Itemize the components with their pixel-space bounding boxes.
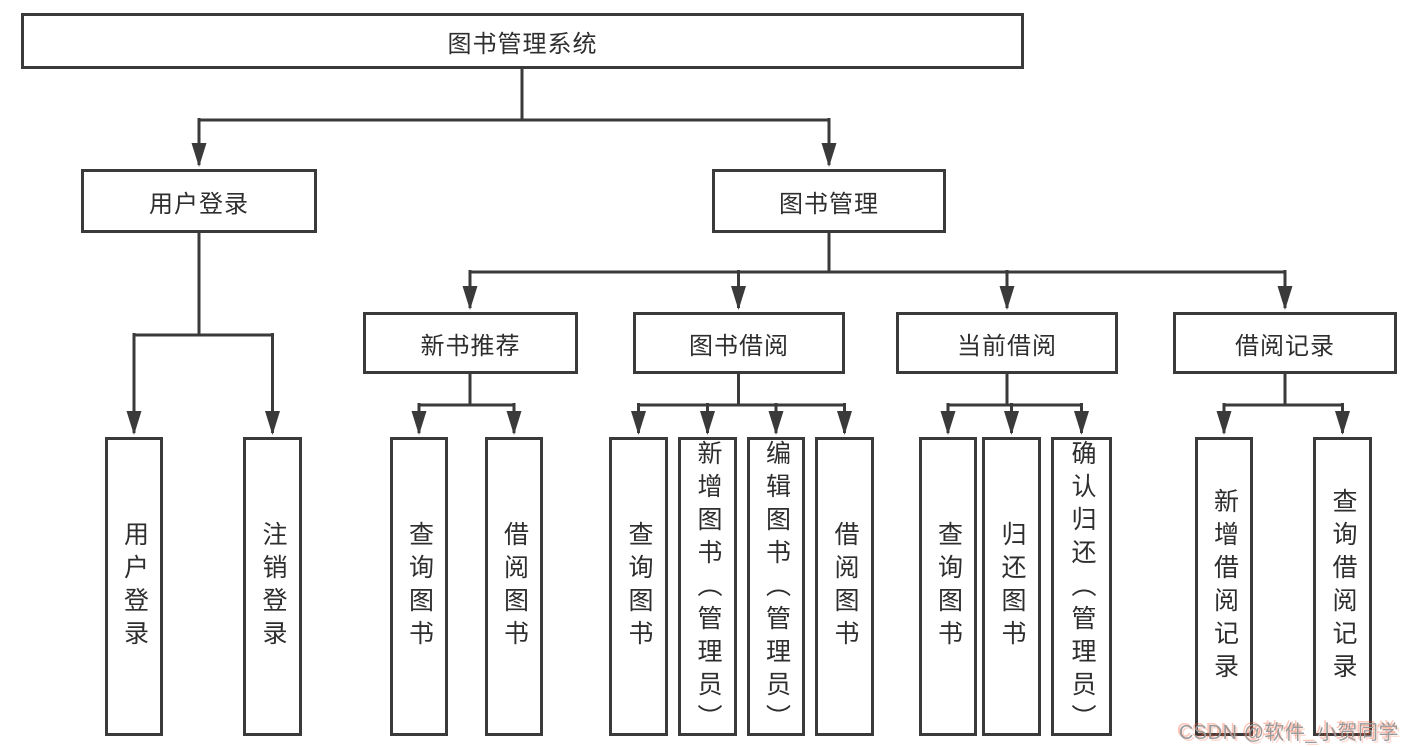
leaf-user-login: 用户登录: [105, 437, 163, 736]
leaf-label: 借阅图书: [500, 520, 529, 653]
leaf-query-books: 查询图书: [390, 437, 448, 736]
leaf-label: 借阅图书: [831, 520, 859, 653]
leaf-label: 注销登录: [259, 520, 287, 653]
leaf-return-books: 归还图书: [982, 437, 1041, 736]
node-new-book-recommend: 新书推荐: [363, 312, 578, 374]
leaf-label: 归还图书: [998, 520, 1026, 653]
leaf-borrow-books: 借阅图书: [815, 437, 874, 736]
node-current-borrowing: 当前借阅: [896, 312, 1118, 374]
node-book-borrowing: 图书借阅: [633, 312, 845, 374]
node-borrowing-records: 借阅记录: [1173, 312, 1397, 374]
leaf-label: 查询图书: [405, 520, 434, 653]
leaf-label: 确认归还（管理员）: [1068, 440, 1096, 737]
leaf-confirm-return-admin: 确认归还（管理员）: [1051, 437, 1112, 737]
leaf-edit-books-admin: 编辑图书（管理员）: [747, 437, 805, 737]
leaf-label: 查询图书: [934, 520, 963, 653]
leaf-add-books-admin: 新增图书（管理员）: [678, 437, 737, 737]
node-library-management-system: 图书管理系统: [21, 13, 1024, 69]
leaf-add-borrow-record: 新增借阅记录: [1195, 437, 1253, 736]
leaf-label: 用户登录: [120, 520, 149, 653]
leaf-label: 查询图书: [625, 520, 653, 653]
leaf-label: 新增借阅记录: [1210, 487, 1239, 686]
leaf-query-borrow-record: 查询借阅记录: [1313, 437, 1372, 736]
leaf-label: 编辑图书（管理员）: [762, 440, 791, 737]
leaf-label: 新增图书（管理员）: [694, 440, 722, 737]
leaf-borrow-books: 借阅图书: [485, 437, 543, 736]
node-book-management: 图书管理: [712, 169, 946, 233]
leaf-query-books: 查询图书: [609, 437, 668, 736]
leaf-query-books: 查询图书: [919, 437, 977, 736]
leaf-logout: 注销登录: [243, 437, 302, 736]
node-user-login-branch: 用户登录: [81, 169, 317, 233]
csdn-watermark: CSDN @软件_小贺同学: [1178, 722, 1399, 744]
leaf-label: 查询借阅记录: [1329, 487, 1357, 686]
